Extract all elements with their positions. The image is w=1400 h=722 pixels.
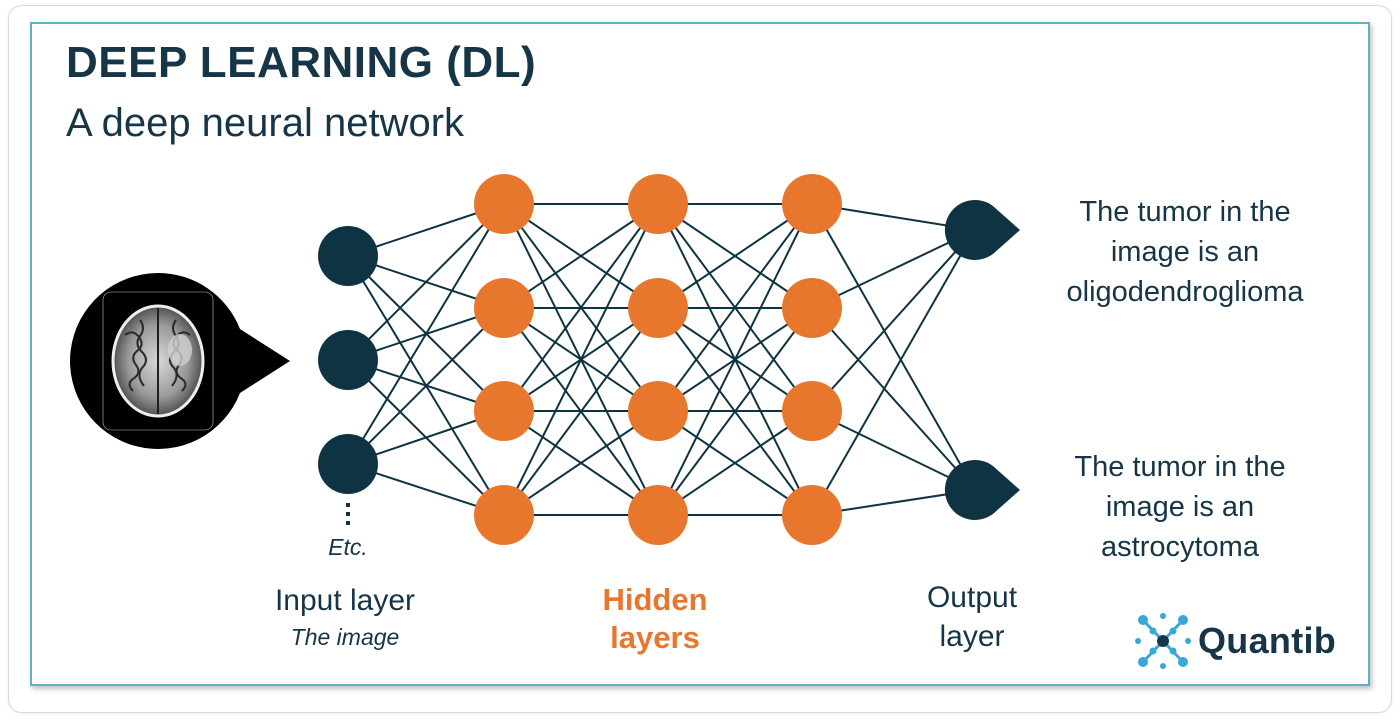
- hidden-3-node-4: [782, 485, 842, 545]
- connection-input-3-to-hidden-1-2: [347, 307, 505, 465]
- hidden-3-node-1: [782, 174, 842, 234]
- hidden-3-node-2: [782, 278, 842, 338]
- connection-hidden-1-4-to-hidden-2-1: [503, 203, 659, 516]
- connection-input-2-to-hidden-1-1: [347, 203, 505, 361]
- input-layer-label: Input layer: [274, 584, 416, 617]
- output-2-line-2: image is an: [1105, 491, 1255, 523]
- connection-hidden-1-4-to-hidden-2-3: [503, 410, 659, 516]
- brain-mri-icon: [70, 273, 290, 449]
- input-ellipsis: [346, 503, 350, 525]
- connection-hidden-2-4-to-hidden-3-2: [657, 307, 813, 516]
- hidden-layers-label-line2: layers: [610, 620, 700, 655]
- connection-hidden-1-4-to-hidden-2-2: [503, 307, 659, 516]
- output-node-2: [944, 459, 1020, 520]
- hidden-1-node-2: [474, 278, 534, 338]
- hidden-2-node-1: [628, 174, 688, 234]
- hidden-layers-label-line1: Hidden: [602, 582, 708, 617]
- connection-hidden-2-2-to-hidden-3-1: [657, 203, 813, 309]
- hidden-1-node-1: [474, 174, 534, 234]
- output-node-1: [944, 199, 1020, 260]
- connection-hidden-2-4-to-hidden-3-1: [657, 203, 813, 516]
- connection-hidden-3-2-to-output-1: [811, 229, 976, 309]
- hidden-2-node-4: [628, 485, 688, 545]
- input-node-1: [318, 226, 378, 286]
- connection-hidden-3-4-to-output-1: [811, 229, 976, 516]
- input-node-2: [318, 330, 378, 390]
- output-1-line-1: The tumor in the: [1079, 196, 1291, 228]
- hidden-1-node-3: [474, 381, 534, 441]
- input-node-3: [318, 434, 378, 494]
- connection-hidden-3-1-to-output-2: [811, 203, 976, 491]
- connection-hidden-2-3-to-hidden-3-1: [657, 203, 813, 412]
- output-2-line-3: astrocytoma: [1101, 531, 1259, 563]
- diagram-subtitle: A deep neural network: [66, 101, 465, 145]
- connection-hidden-1-2-to-hidden-2-1: [503, 203, 659, 309]
- output-layer-label-line2: layer: [939, 620, 1005, 653]
- output-1-text: The tumor in the image is an oligodendro…: [1035, 192, 1335, 312]
- connection-hidden-1-3-to-hidden-2-1: [503, 203, 659, 412]
- hidden-3-node-3: [782, 381, 842, 441]
- output-1-line-2: image is an: [1110, 236, 1260, 268]
- network-nodes: [318, 174, 1020, 545]
- output-1-line-3: oligodendroglioma: [1066, 276, 1304, 308]
- network-connections: [347, 203, 976, 516]
- input-etc-label: Etc.: [328, 534, 368, 560]
- connection-hidden-2-4-to-hidden-3-3: [657, 410, 813, 516]
- hidden-1-node-4: [474, 485, 534, 545]
- output-layer-label-line1: Output: [926, 581, 1018, 614]
- connection-hidden-3-2-to-output-2: [811, 307, 976, 491]
- output-2-line-1: The tumor in the: [1074, 451, 1286, 483]
- diagram-title: DEEP LEARNING (DL): [66, 38, 537, 87]
- connection-input-3-to-hidden-1-1: [347, 203, 505, 465]
- connection-hidden-3-3-to-output-1: [811, 229, 976, 412]
- quantib-logo-icon: [1135, 613, 1191, 669]
- connection-hidden-3-3-to-output-2: [811, 410, 976, 491]
- hidden-2-node-3: [628, 381, 688, 441]
- output-2-text: The tumor in the image is an astrocytoma: [1030, 447, 1330, 567]
- hidden-2-node-2: [628, 278, 688, 338]
- input-layer-description: The image: [290, 624, 400, 650]
- quantib-logo-text: Quantib: [1198, 620, 1337, 661]
